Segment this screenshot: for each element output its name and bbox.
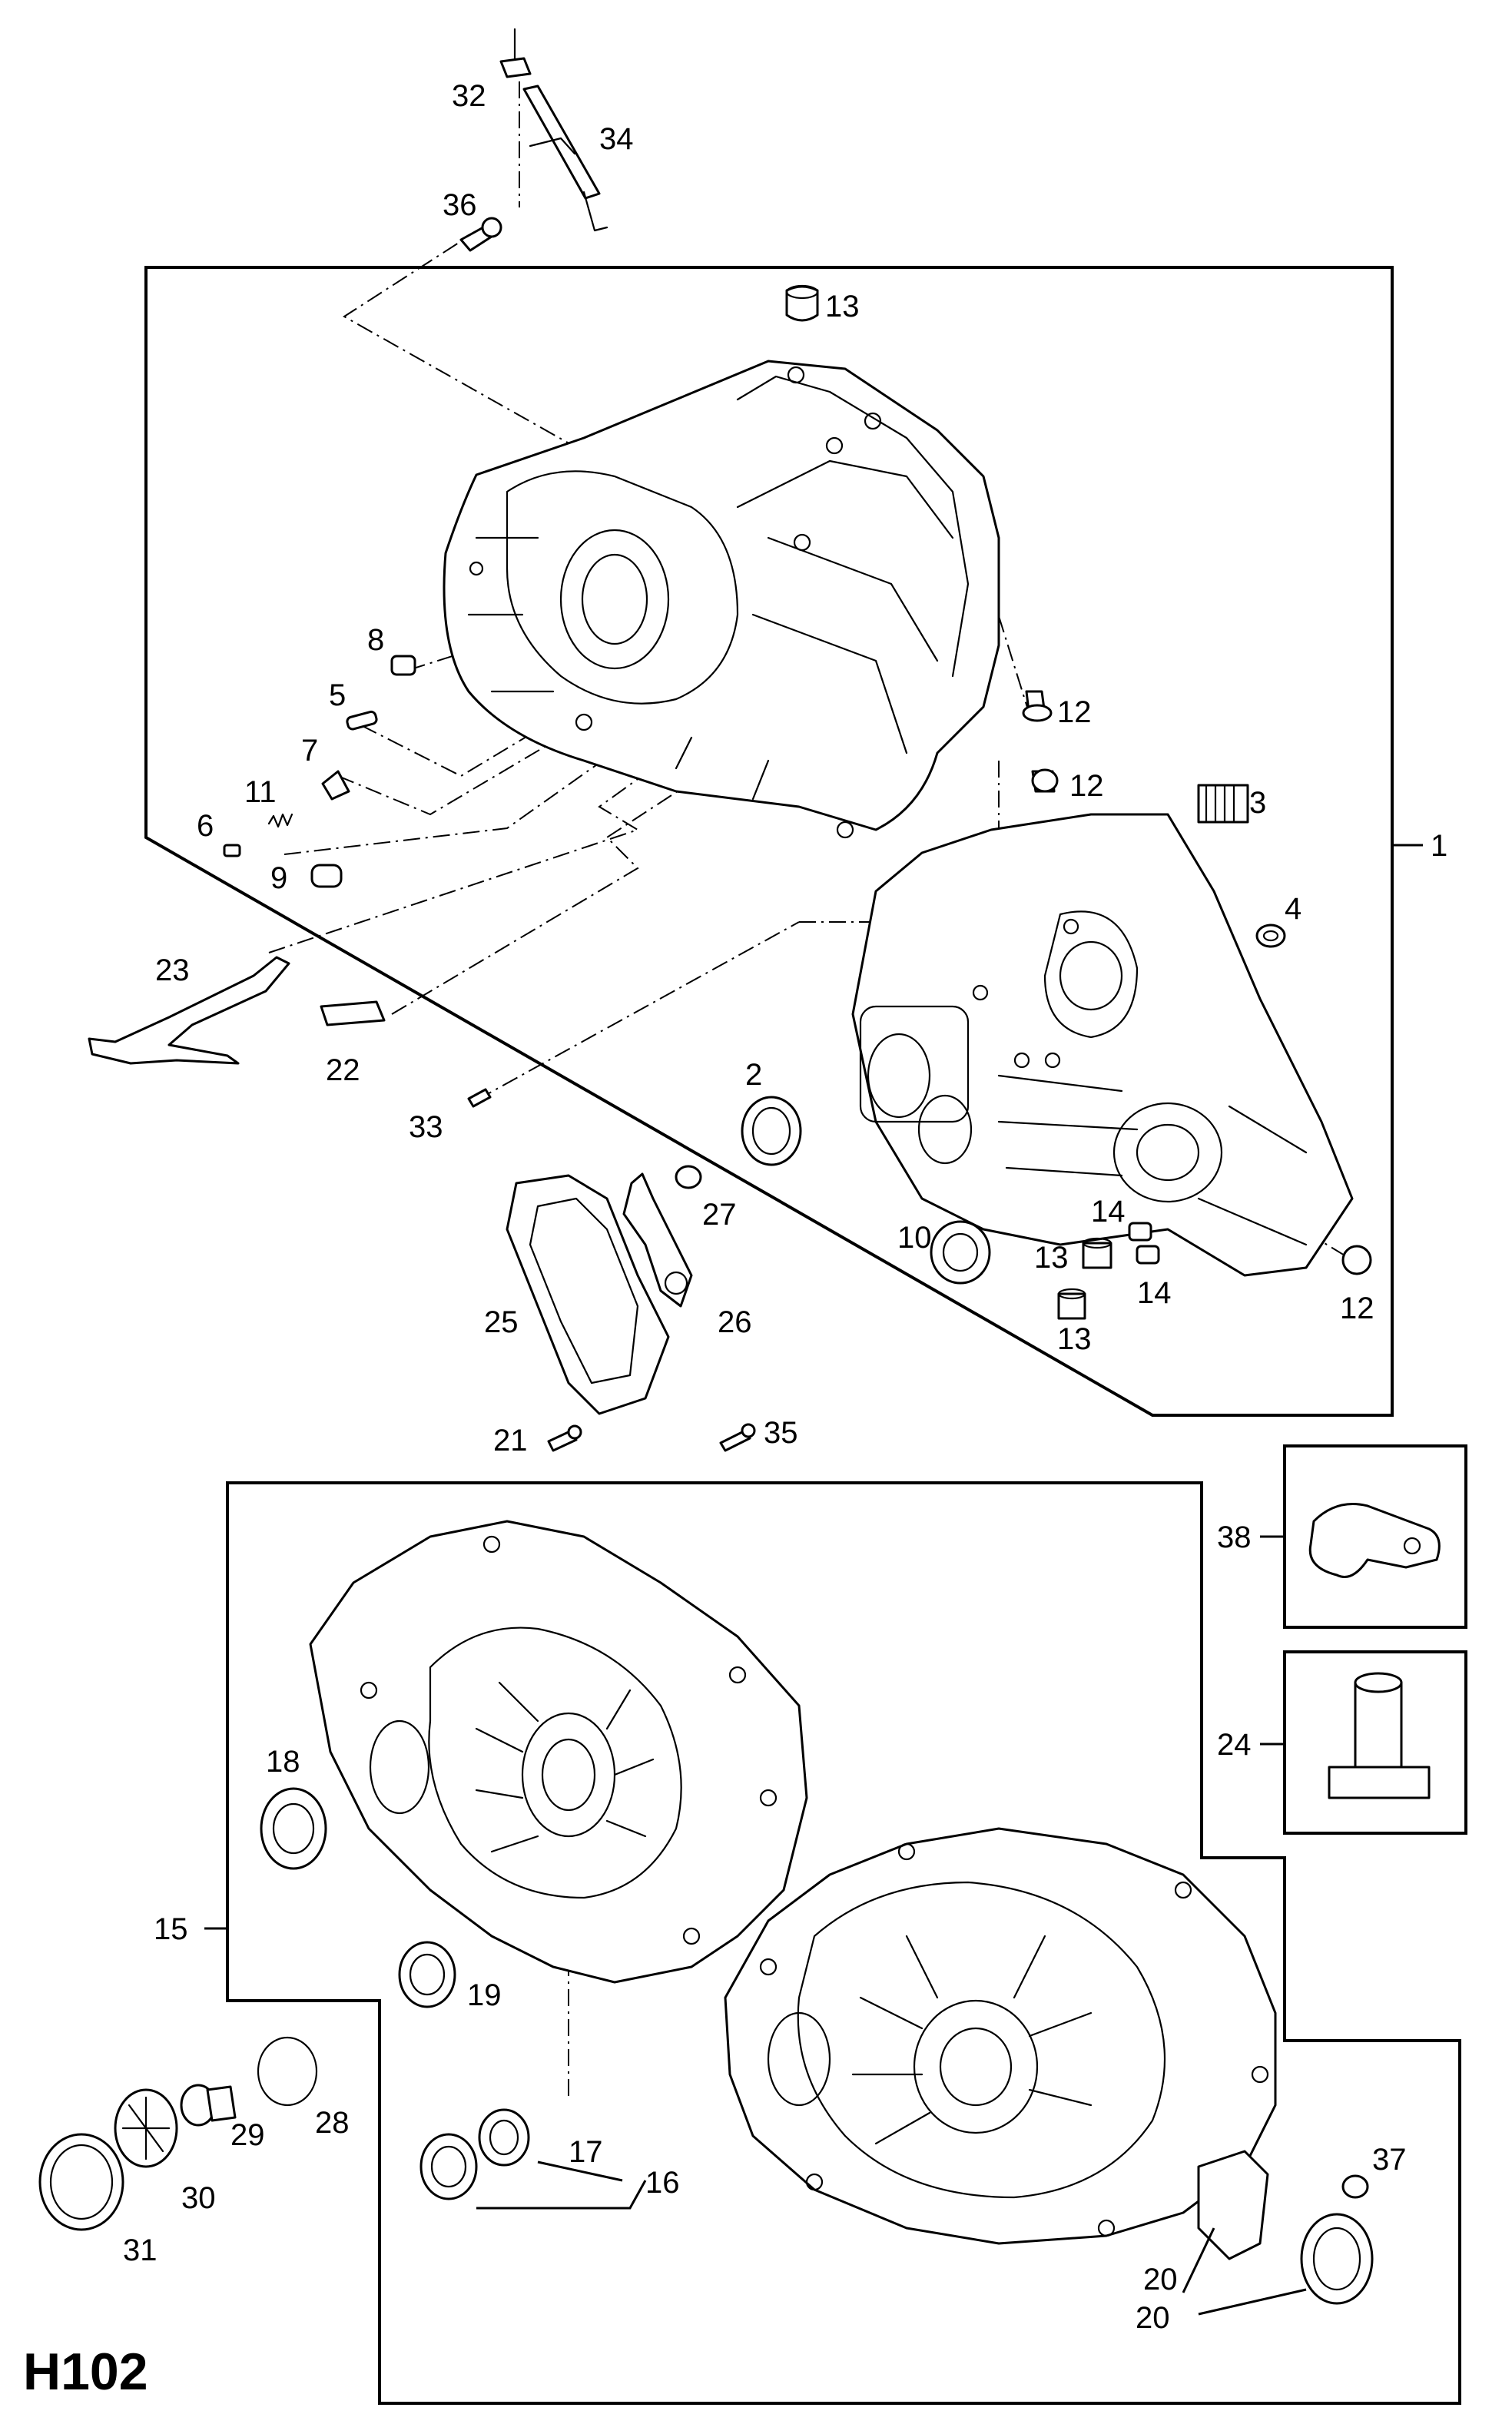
- label-37: 37: [1372, 2143, 1407, 2177]
- part-12c-bolt: [1341, 1245, 1372, 1275]
- label-8: 8: [367, 623, 384, 657]
- part-20-gasket: [1197, 2150, 1269, 2260]
- label-19: 19: [467, 1978, 502, 2012]
- upper-transmission-case: [443, 360, 1000, 839]
- page-id: H102: [23, 2343, 148, 2401]
- label-20-upper: 20: [1143, 2263, 1178, 2296]
- part-28-circlip: [257, 2036, 318, 2107]
- part-16-bearing: [419, 2133, 478, 2200]
- part-34-shaft: [522, 85, 608, 232]
- label-36: 36: [443, 188, 477, 222]
- callout-labels: 32 34 36 13 8 5 7 11 6 9 12 12 3 1 4 23 …: [123, 79, 1447, 2335]
- label-33: 33: [409, 1110, 443, 1144]
- label-35: 35: [764, 1416, 798, 1450]
- label-32: 32: [452, 79, 486, 113]
- label-3: 3: [1249, 786, 1266, 820]
- part-13c-plug: [1057, 1288, 1086, 1320]
- label-34: 34: [599, 122, 634, 156]
- part-7-clip: [321, 770, 350, 801]
- part-14b-pin: [1136, 1245, 1160, 1265]
- label-12-upper: 12: [1057, 695, 1092, 729]
- label-22: 22: [326, 1053, 360, 1087]
- part-17-bearing: [478, 2108, 530, 2167]
- label-10: 10: [897, 1221, 932, 1255]
- part-25-gasket: [506, 1174, 670, 1415]
- part-37-plug: [1341, 2174, 1369, 2199]
- part-33-screw: [467, 1088, 492, 1108]
- label-23: 23: [155, 953, 190, 987]
- part-13b-plug: [1082, 1237, 1112, 1269]
- part-21-bolt: [547, 1424, 582, 1452]
- part-19-seal: [398, 1941, 456, 2008]
- leader-lines: [204, 844, 1423, 2316]
- part-8-pin: [390, 655, 416, 676]
- part-22-pad: [320, 1000, 386, 1026]
- label-5: 5: [329, 678, 346, 712]
- part-3-bearing: [1197, 784, 1249, 824]
- label-18: 18: [266, 1745, 300, 1779]
- detail-box-24: [1283, 1650, 1467, 1835]
- label-1: 1: [1431, 829, 1447, 863]
- part-5-pin: [346, 710, 378, 731]
- part-30-cover: [114, 2088, 178, 2168]
- part-12a-bolt: [1022, 690, 1053, 722]
- label-21: 21: [493, 1424, 528, 1457]
- label-13-middle: 13: [1034, 1241, 1069, 1275]
- label-14-upper: 14: [1091, 1195, 1126, 1229]
- label-11: 11: [244, 775, 277, 809]
- part-10-seal: [930, 1220, 991, 1285]
- label-31: 31: [123, 2233, 158, 2267]
- label-27: 27: [702, 1198, 737, 1232]
- label-15: 15: [154, 1912, 188, 1946]
- label-4: 4: [1285, 892, 1301, 926]
- label-25: 25: [484, 1305, 519, 1339]
- lower-group-frame: [226, 1481, 1461, 2405]
- part-23-fork: [88, 956, 290, 1065]
- part-24-bolt: [1328, 1672, 1431, 1799]
- part-13-top-plug: [785, 284, 819, 322]
- label-38: 38: [1217, 1520, 1252, 1554]
- label-13-lower: 13: [1057, 1322, 1092, 1356]
- label-9: 9: [270, 861, 287, 895]
- label-12-middle: 12: [1069, 769, 1104, 803]
- label-6: 6: [197, 809, 214, 843]
- part-11-spring: [267, 813, 293, 828]
- part-38-cap: [1308, 1503, 1441, 1578]
- label-7: 7: [301, 734, 318, 768]
- label-17: 17: [569, 2135, 603, 2169]
- label-13-top: 13: [825, 290, 860, 323]
- part-12b-bolt: [1031, 768, 1059, 793]
- upper-group-frame: [144, 266, 1394, 1417]
- part-6-screw: [223, 844, 241, 857]
- upper-clutch-housing: [851, 813, 1354, 1277]
- lower-right-housing: [724, 1827, 1277, 2245]
- part-35-bolt: [719, 1423, 756, 1452]
- part-18-seal: [260, 1787, 327, 1870]
- part-9-plug: [310, 864, 343, 888]
- label-28: 28: [315, 2106, 350, 2140]
- label-16: 16: [645, 2166, 680, 2200]
- part-2-seal: [741, 1096, 802, 1166]
- label-12-lower: 12: [1340, 1292, 1374, 1325]
- label-29: 29: [230, 2118, 265, 2152]
- part-27-plug: [675, 1165, 702, 1189]
- part-31-ring: [38, 2133, 124, 2231]
- label-26: 26: [718, 1305, 752, 1339]
- part-14a-pin: [1128, 1222, 1152, 1242]
- lower-left-housing: [309, 1520, 808, 1984]
- label-24: 24: [1217, 1728, 1252, 1762]
- part-36-bolt: [459, 217, 502, 252]
- label-14-lower: 14: [1137, 1276, 1172, 1310]
- label-30: 30: [181, 2181, 216, 2215]
- label-2: 2: [745, 1058, 762, 1092]
- part-4-ring: [1255, 924, 1286, 948]
- part-29-shaft: [180, 2084, 237, 2127]
- part-20-bearing: [1300, 2213, 1374, 2305]
- label-20-lower: 20: [1136, 2301, 1170, 2335]
- part-26-selector: [622, 1172, 693, 1308]
- part-32: [499, 28, 532, 78]
